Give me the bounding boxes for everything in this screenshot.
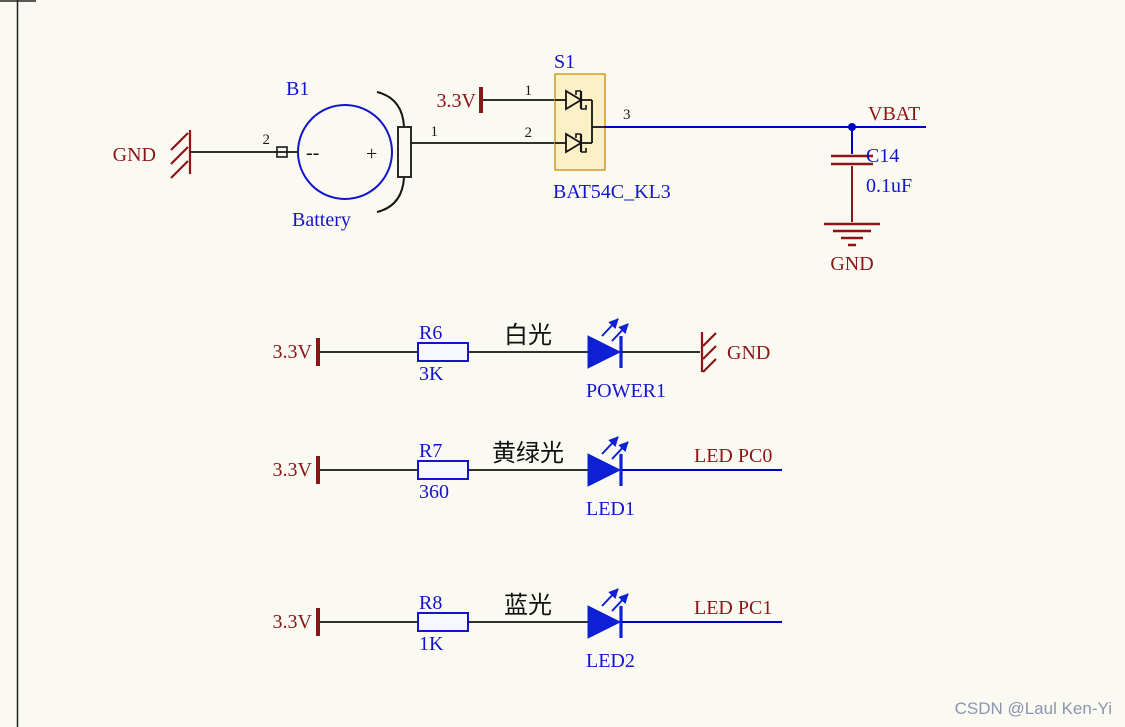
light-color-label: 蓝光 [504,592,552,619]
battery-pin2-number: 2 [263,132,271,148]
net-label: GND [727,342,770,364]
gnd-bottom-label: GND [830,253,873,275]
resistor-body [417,342,469,362]
led-row-white: 3.3V R6 3K 白光 POWER1 GND [273,318,770,402]
resistor-value: 3K [419,363,444,385]
resistor-designator: R8 [419,592,442,614]
battery-plus-mark: + [366,143,377,165]
junction-dot [848,123,856,131]
light-color-label: 白光 [504,322,552,349]
battery-name: Battery [292,209,351,231]
resistor-body [417,612,469,632]
led-symbol [587,318,629,369]
resistor-designator: R7 [419,440,442,462]
resistor-designator: R6 [419,322,442,344]
resistor-value: 360 [419,481,449,503]
gnd-left-label: GND [113,144,156,166]
led-row-yellowgreen: 3.3V R7 360 黄绿光 LED1 LED PC0 [273,436,782,520]
s1-pin1-number: 1 [525,83,533,99]
s1-designator: S1 [554,51,575,73]
led-designator: LED2 [586,650,635,672]
battery-symbol: -- + [297,91,412,213]
led-symbol [587,436,629,487]
rail-label: 3.3V [273,611,313,633]
battery-minus-mark: -- [306,142,319,164]
gnd-symbol-left: GND [113,130,192,179]
led-symbol [587,588,629,639]
led-designator: LED1 [586,498,635,520]
battery-pin-pad [276,146,288,158]
s1-pin3-number: 3 [623,107,631,123]
resistor-body [417,460,469,480]
rail-label: 3.3V [273,459,313,481]
battery-designator: B1 [286,78,309,100]
led-row-blue: 3.3V R8 1K 蓝光 LED2 LED PC1 [273,588,782,672]
resistor-value: 1K [419,633,444,655]
cap-value: 0.1uF [866,175,912,197]
s1-dual-schottky [554,73,606,171]
light-color-label: 黄绿光 [492,440,564,467]
led-designator: POWER1 [586,380,666,402]
capacitor-c14 [831,129,873,222]
gnd-symbol-row1 [700,332,717,373]
cap-designator: C14 [866,145,899,167]
rail-3v3-label: 3.3V [437,90,477,112]
csdn-watermark: CSDN @Laul Ken-Yi [955,699,1112,718]
battery-pin1-number: 1 [431,124,439,140]
net-label: LED PC0 [694,445,772,467]
s1-pin2-number: 2 [525,125,533,141]
rail-label: 3.3V [273,341,313,363]
s1-part-number: BAT54C_KL3 [553,181,671,203]
vbat-label: VBAT [868,103,920,125]
gnd-symbol-bottom: GND [824,222,880,275]
battery-circuit: GND 2 -- + B1 Battery 1 2 3.3V 1 [113,51,926,275]
net-label: LED PC1 [694,597,772,619]
sheet-border [0,0,36,727]
power-port-3v3-top: 3.3V [437,87,483,113]
